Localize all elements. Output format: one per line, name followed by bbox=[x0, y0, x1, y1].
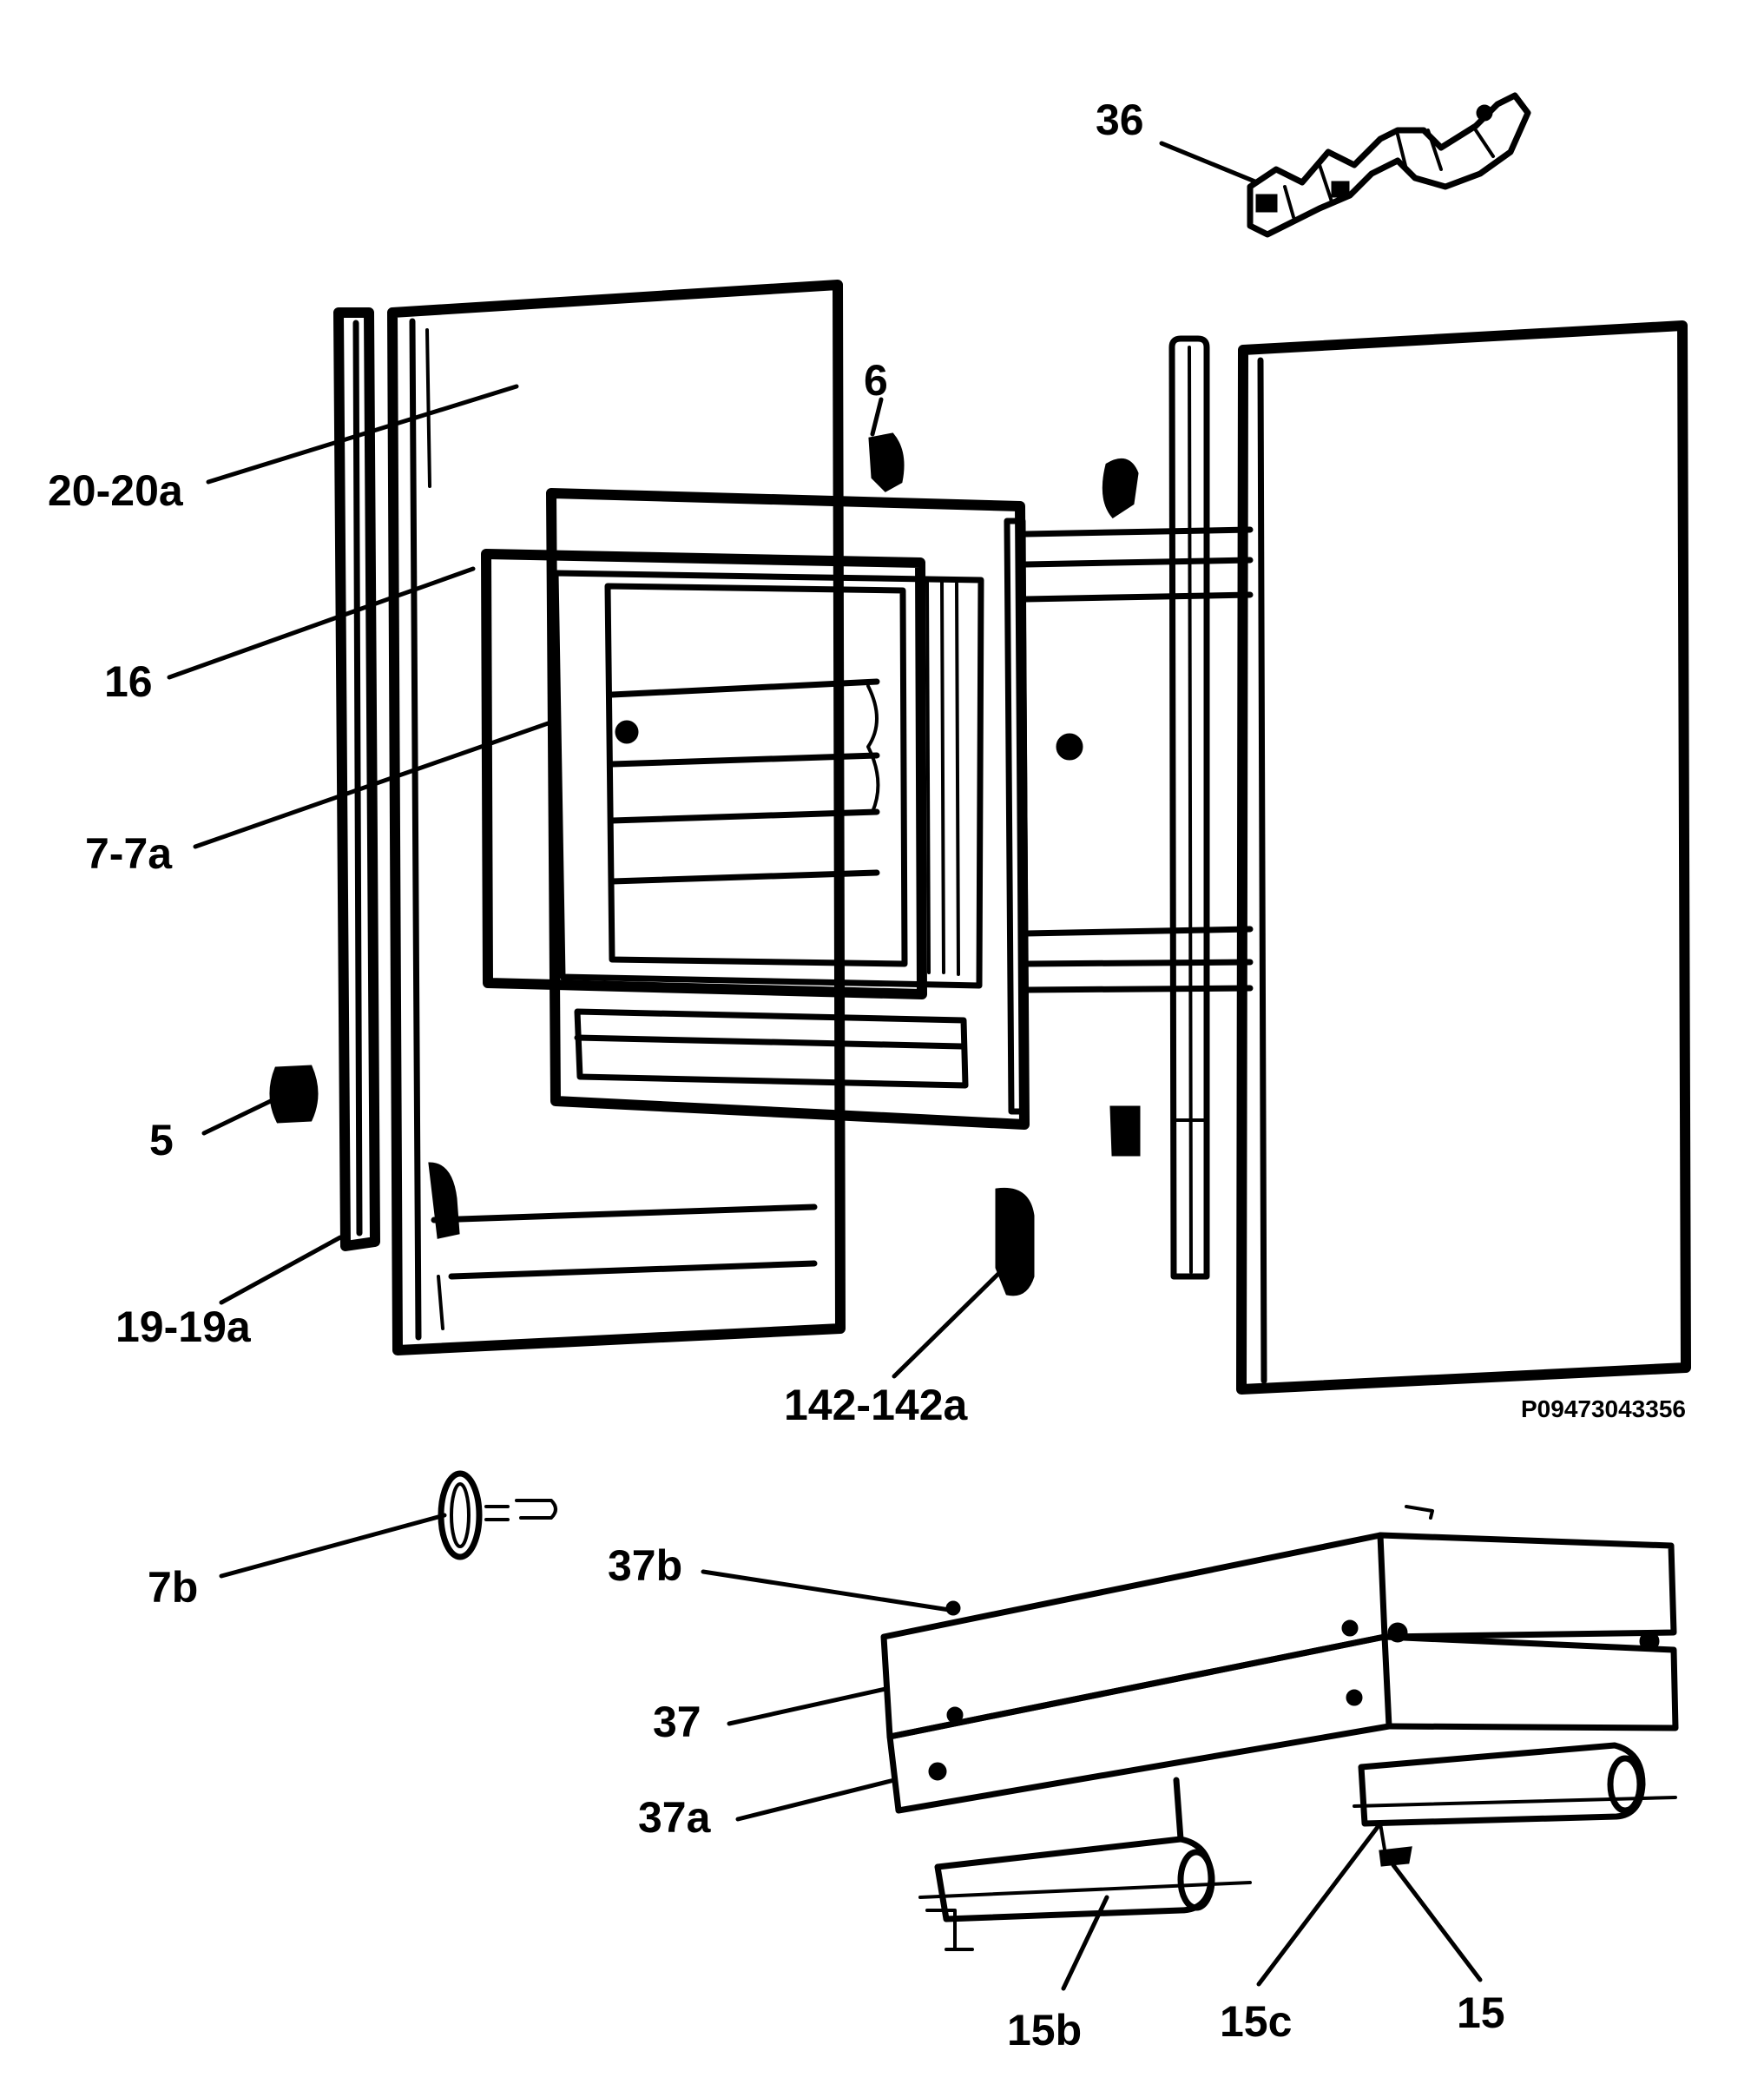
foot-15 bbox=[1353, 1742, 1677, 1867]
part-36-hinge bbox=[1247, 92, 1531, 238]
label-5: 5 bbox=[149, 1116, 174, 1164]
label-15b: 15b bbox=[1007, 2006, 1082, 2054]
base-plinth bbox=[880, 1505, 1679, 1814]
label-15: 15 bbox=[1457, 1988, 1505, 2037]
label-142-142a: 142-142a bbox=[784, 1381, 968, 1429]
part-5-bumper bbox=[269, 1065, 319, 1124]
part-labels: 36 6 20-20a 16 7-7a 5 19-19a 142-142a P0… bbox=[48, 96, 1686, 2054]
foot-15b bbox=[918, 1777, 1252, 1951]
label-37: 37 bbox=[653, 1698, 701, 1746]
label-37b: 37b bbox=[608, 1541, 682, 1590]
label-6: 6 bbox=[864, 356, 888, 405]
label-37a: 37a bbox=[638, 1793, 712, 1842]
side-rails bbox=[1023, 458, 1254, 1157]
part-7b-knob bbox=[438, 1470, 557, 1560]
vertical-strip bbox=[1168, 335, 1210, 1280]
drawing-code: P09473043356 bbox=[1521, 1395, 1686, 1422]
leader-lines bbox=[167, 141, 1483, 1991]
label-36: 36 bbox=[1096, 96, 1144, 144]
part-142-pad bbox=[995, 1187, 1035, 1296]
door-frame-left bbox=[333, 280, 846, 1355]
right-door-panel bbox=[1236, 320, 1691, 1395]
drawer-housing bbox=[481, 488, 1083, 1130]
label-15c: 15c bbox=[1220, 1997, 1292, 2046]
label-19-19a: 19-19a bbox=[115, 1302, 252, 1351]
label-16: 16 bbox=[104, 657, 153, 706]
label-7-7a: 7-7a bbox=[85, 829, 173, 878]
part-6-clip bbox=[868, 432, 905, 492]
label-20-20a: 20-20a bbox=[48, 466, 184, 515]
label-7b: 7b bbox=[148, 1563, 198, 1612]
